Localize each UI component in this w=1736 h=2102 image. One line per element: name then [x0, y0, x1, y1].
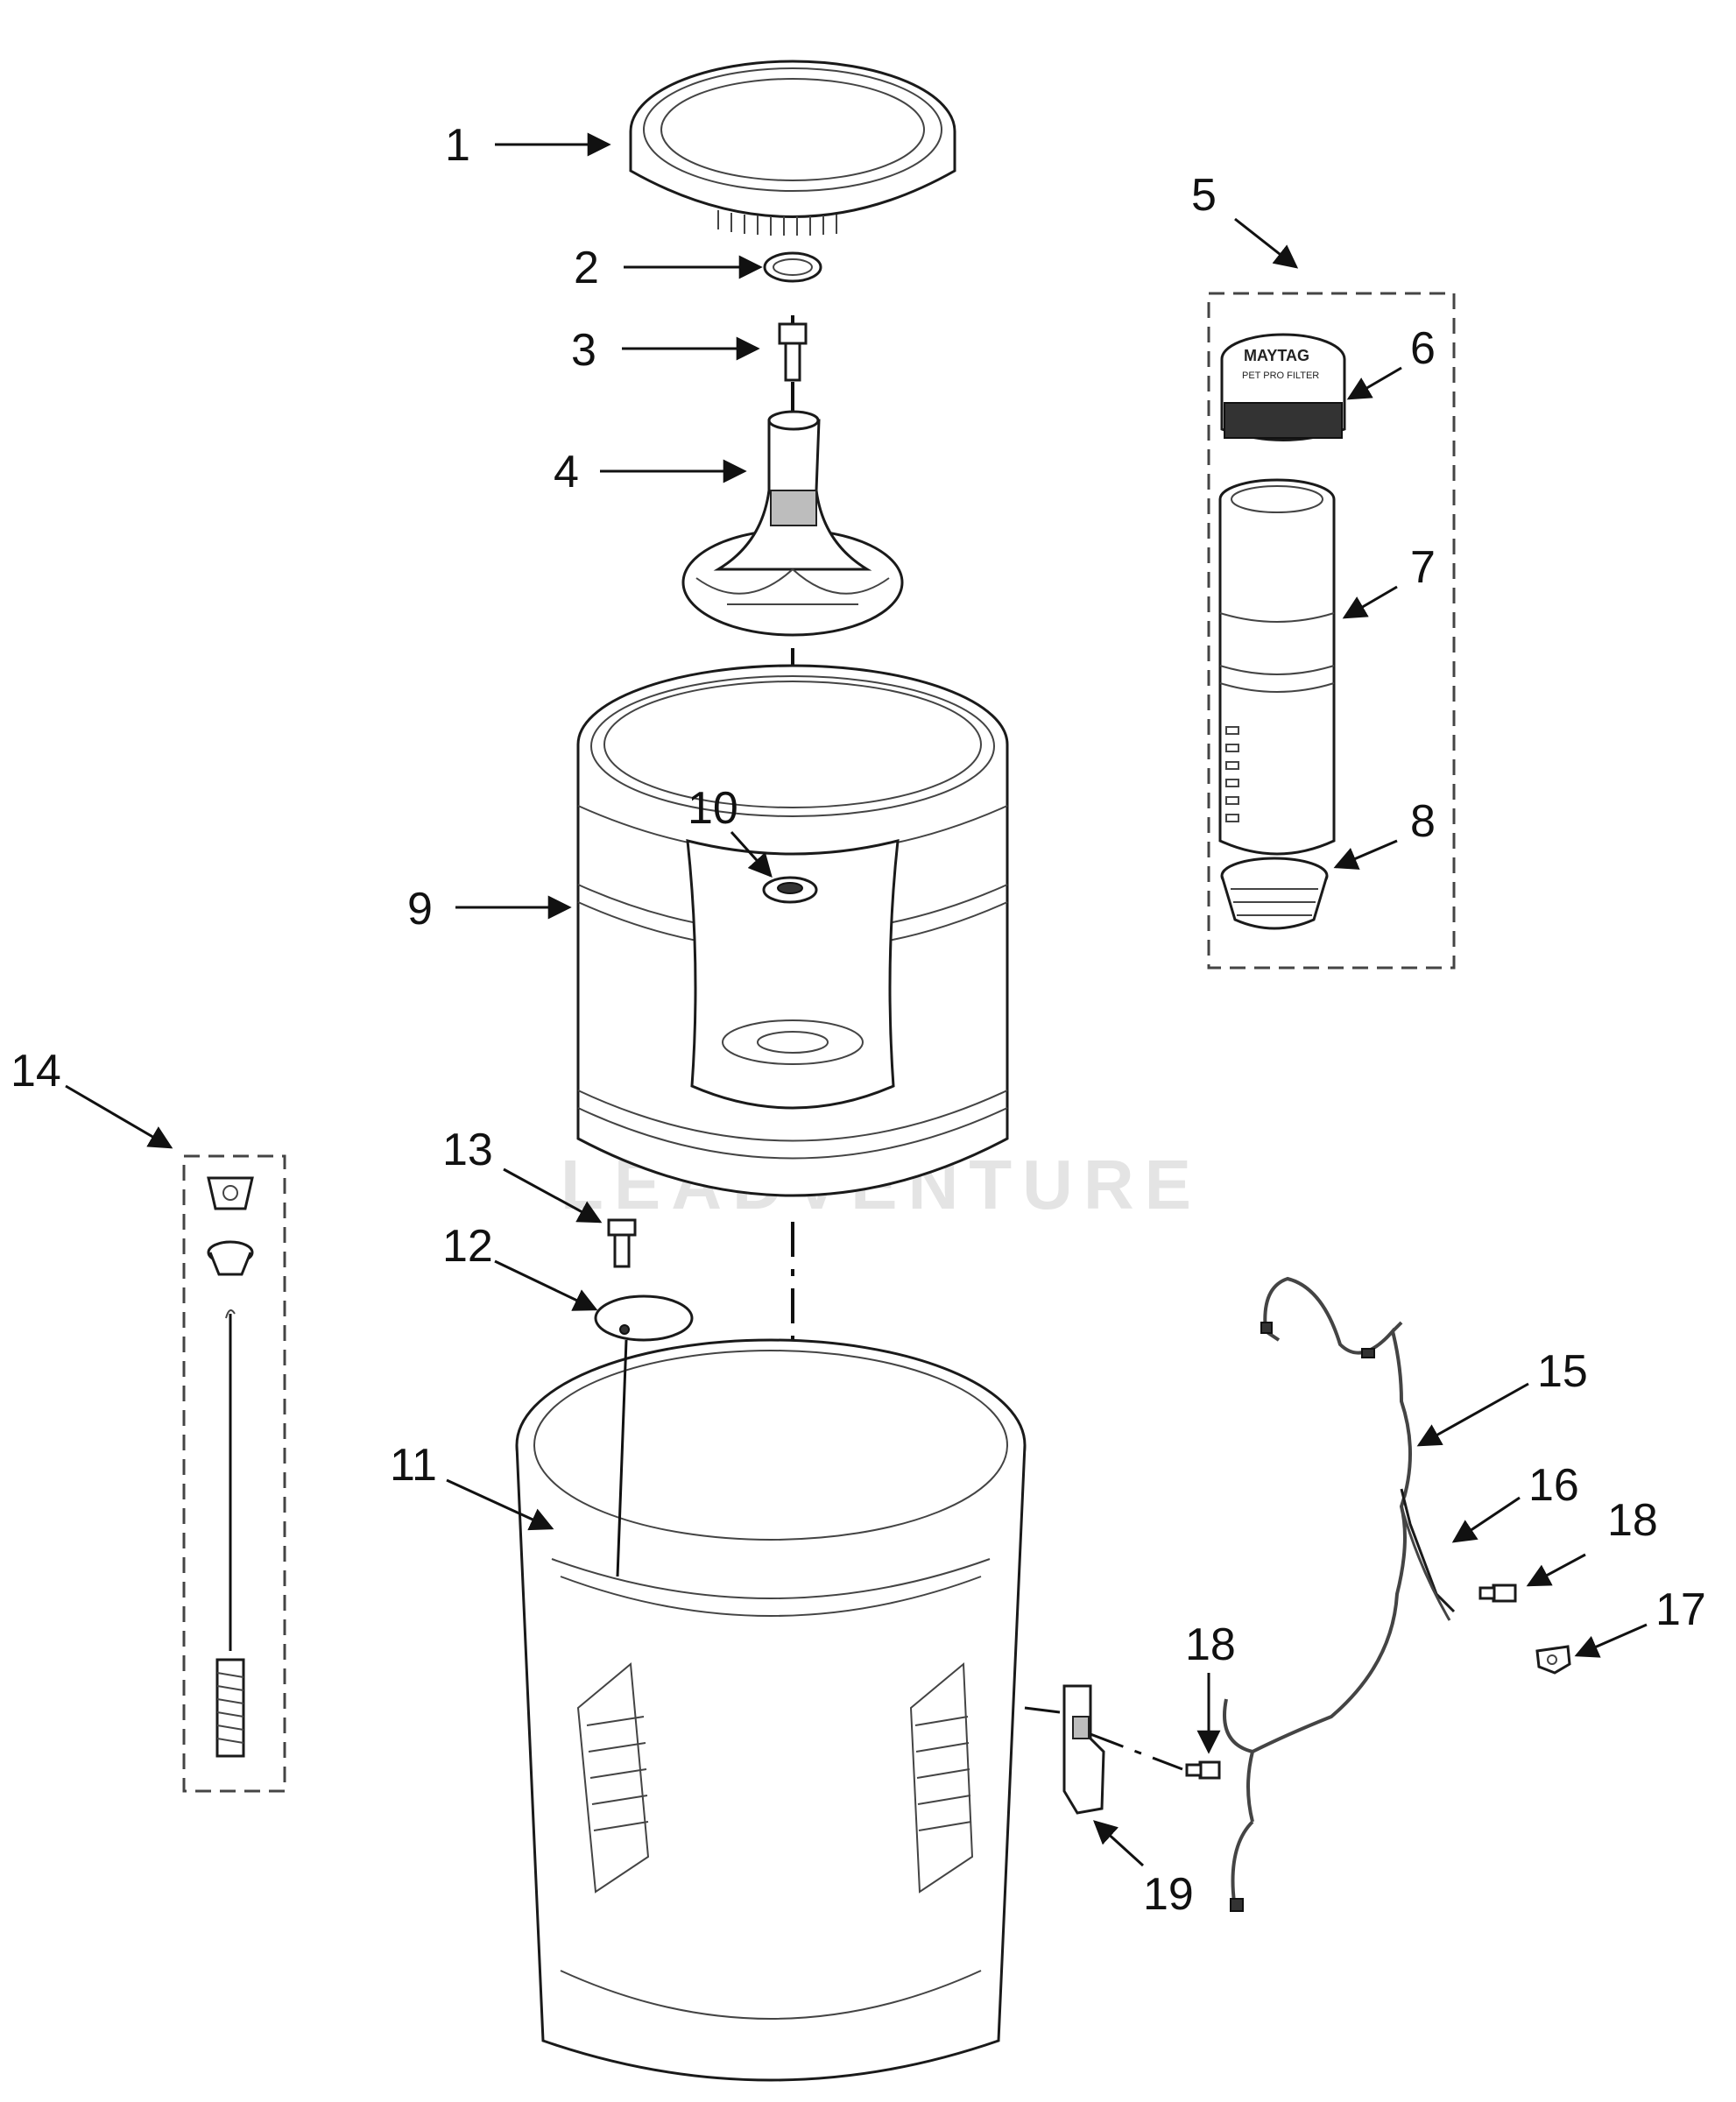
- part-14-suspension-group-box: [182, 1154, 286, 1793]
- callout-11: 11: [390, 1440, 437, 1491]
- callout-17: 17: [1655, 1584, 1706, 1635]
- part-4-impeller: [681, 410, 904, 637]
- part-2-seal: [763, 251, 822, 283]
- part-3-bolt: [778, 322, 808, 382]
- callout-4: 4: [554, 447, 579, 497]
- callout-10: 10: [688, 783, 738, 834]
- callout-18-lower: 18: [1185, 1619, 1236, 1670]
- callout-5: 5: [1191, 170, 1217, 221]
- part-13-screw: [607, 1218, 637, 1268]
- callout-7: 7: [1410, 542, 1436, 593]
- part-5-filter-group-box: [1207, 292, 1456, 970]
- part-8-filter-basket: [1220, 857, 1329, 930]
- callout-2: 2: [574, 243, 599, 293]
- callout-8: 8: [1410, 796, 1436, 847]
- callout-leaders: [65, 132, 1648, 1867]
- callout-12: 12: [442, 1221, 493, 1272]
- callout-3: 3: [571, 325, 596, 376]
- callout-16: 16: [1528, 1460, 1579, 1511]
- filter-brand-label: MAYTAG: [1244, 347, 1309, 364]
- callout-18-upper: 18: [1607, 1495, 1658, 1546]
- part-17-clip: [1535, 1645, 1571, 1675]
- part-6-filter-cap: MAYTAG PET PRO FILTER: [1220, 333, 1346, 441]
- part-15-wire-harness: [1223, 1276, 1412, 1912]
- part-7-filter-body: [1218, 478, 1336, 856]
- filter-sub-label: PET PRO FILTER: [1242, 370, 1319, 381]
- part-18-fastener-upper: [1478, 1584, 1517, 1603]
- part-10-hub: [762, 876, 818, 904]
- part-12-plate: [594, 1294, 694, 1342]
- part-18-fastener-lower: [1185, 1760, 1221, 1780]
- callout-19: 19: [1143, 1869, 1194, 1920]
- callout-9: 9: [407, 884, 433, 935]
- callout-6: 6: [1410, 323, 1436, 374]
- part-16-hose: [1400, 1488, 1456, 1621]
- callout-15: 15: [1537, 1346, 1588, 1397]
- part-14-suspension-rod: [207, 1176, 254, 1758]
- part-9-wash-basket: [576, 664, 1009, 1197]
- part-11-outer-tub: [515, 1338, 1027, 2082]
- part-19-bracket: [1024, 1684, 1183, 1815]
- callout-14: 14: [11, 1046, 61, 1097]
- part-1-tub-ring: [629, 60, 956, 236]
- callout-1: 1: [445, 120, 470, 171]
- callout-13: 13: [442, 1125, 493, 1175]
